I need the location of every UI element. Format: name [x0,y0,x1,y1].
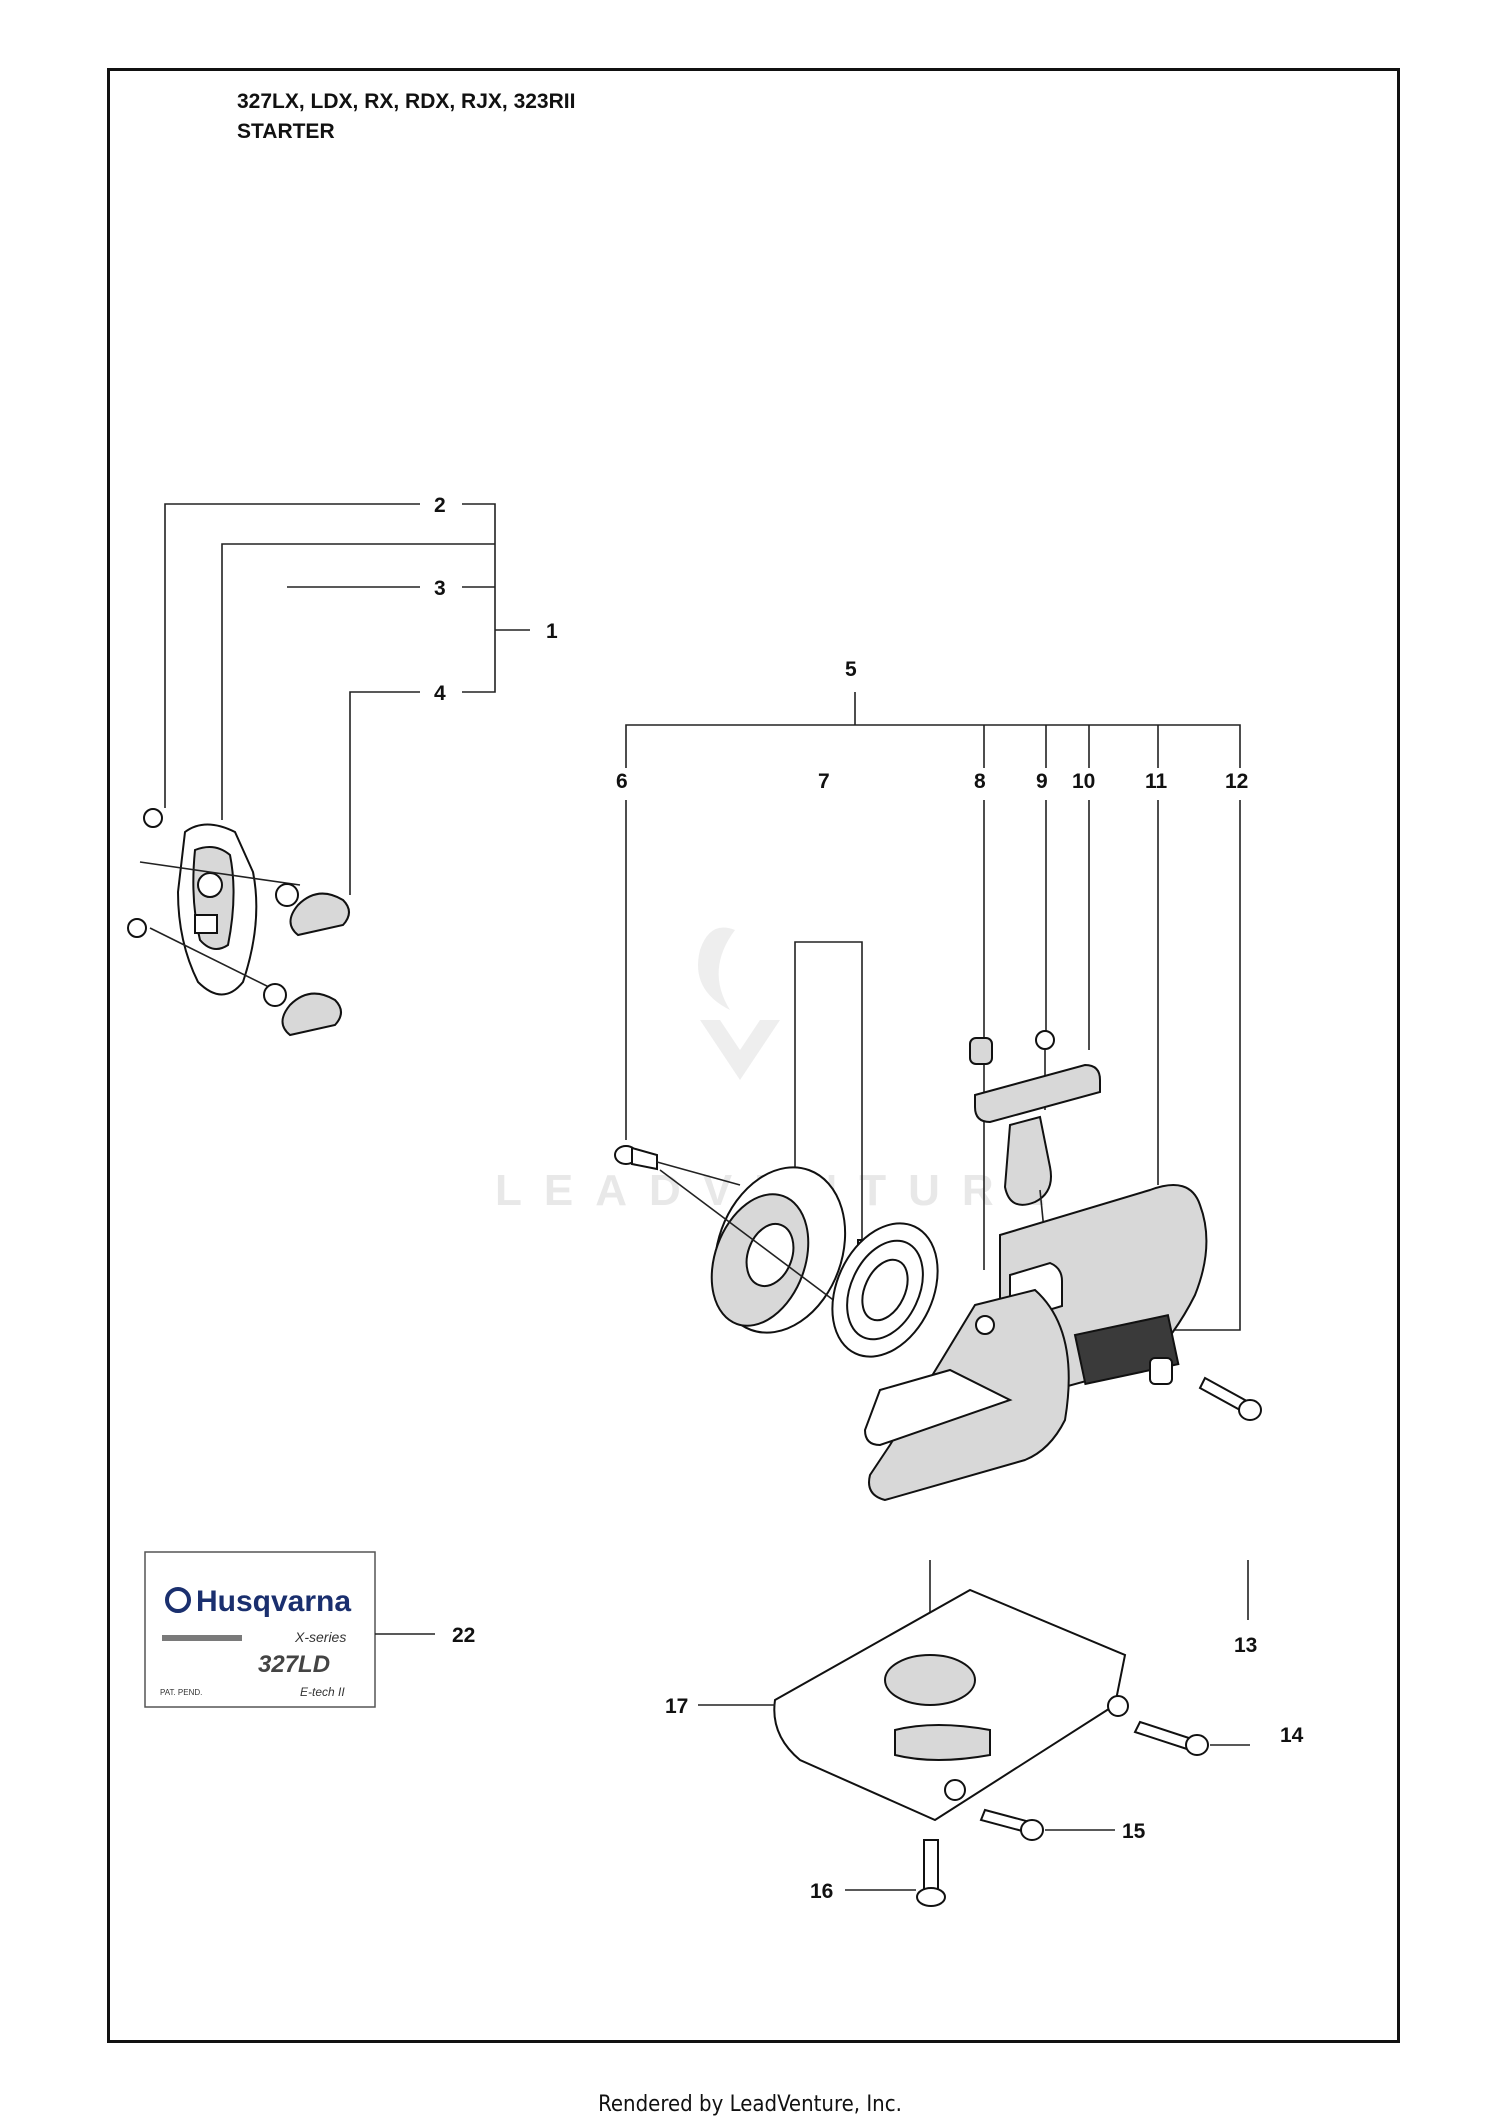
callout-15: 15 [1122,1820,1146,1843]
starter-housing-part-11 [863,1184,1208,1502]
spring-part-8 [831,1222,939,1358]
callout-22: 22 [452,1624,475,1647]
models-title: 327LX, LDX, RX, RDX, RJX, 323RII [237,90,576,113]
callout-17: 17 [665,1695,688,1718]
screw-part-14 [1133,1720,1250,1756]
callout-7: 7 [818,770,830,793]
callout-5: 5 [845,658,857,681]
guard-plate-part-17 [773,1588,1129,1822]
footer-credit: Rendered by LeadVenture, Inc. [598,2092,902,2117]
callout-16: 16 [810,1880,833,1903]
decal-patent: PAT. PEND. [160,1688,202,1697]
callout-9: 9 [1036,770,1048,793]
section-title: STARTER [237,120,335,143]
callout-11: 11 [1145,770,1168,793]
callout-8: 8 [974,770,986,793]
throttle-housing-part [127,808,350,1037]
callout-14: 14 [1280,1724,1304,1747]
screw-part-16 [845,1839,946,1907]
screw-part-15 [979,1808,1115,1841]
handle-part-10 [969,1030,1101,1241]
husqvarna-crown-icon [165,1587,191,1613]
screw-part-6 [614,1145,741,1186]
decal-engine: E-tech II [300,1685,345,1699]
screw-part-13 [1149,1357,1262,1421]
decal-model: 327LD [258,1651,330,1678]
callout-2: 2 [434,494,446,517]
diagram-frame [107,68,1400,2043]
decal-brand: Husqvarna [196,1585,351,1618]
callout-10: 10 [1072,770,1095,793]
callout-3: 3 [434,577,446,600]
callout-6: 6 [616,770,628,793]
callout-12: 12 [1225,770,1248,793]
decal-series: X-series [294,1629,346,1645]
pulley-part-7 [659,1166,881,1336]
leaders-assembly-5 [625,692,1249,1650]
callout-1: 1 [546,620,558,643]
leaders-assembly-1 [164,503,530,895]
callout-13: 13 [1234,1634,1257,1657]
decal-part-22: Husqvarna X-series 327LD PAT. PEND. E-te… [144,1551,376,1708]
callout-4: 4 [434,682,446,705]
